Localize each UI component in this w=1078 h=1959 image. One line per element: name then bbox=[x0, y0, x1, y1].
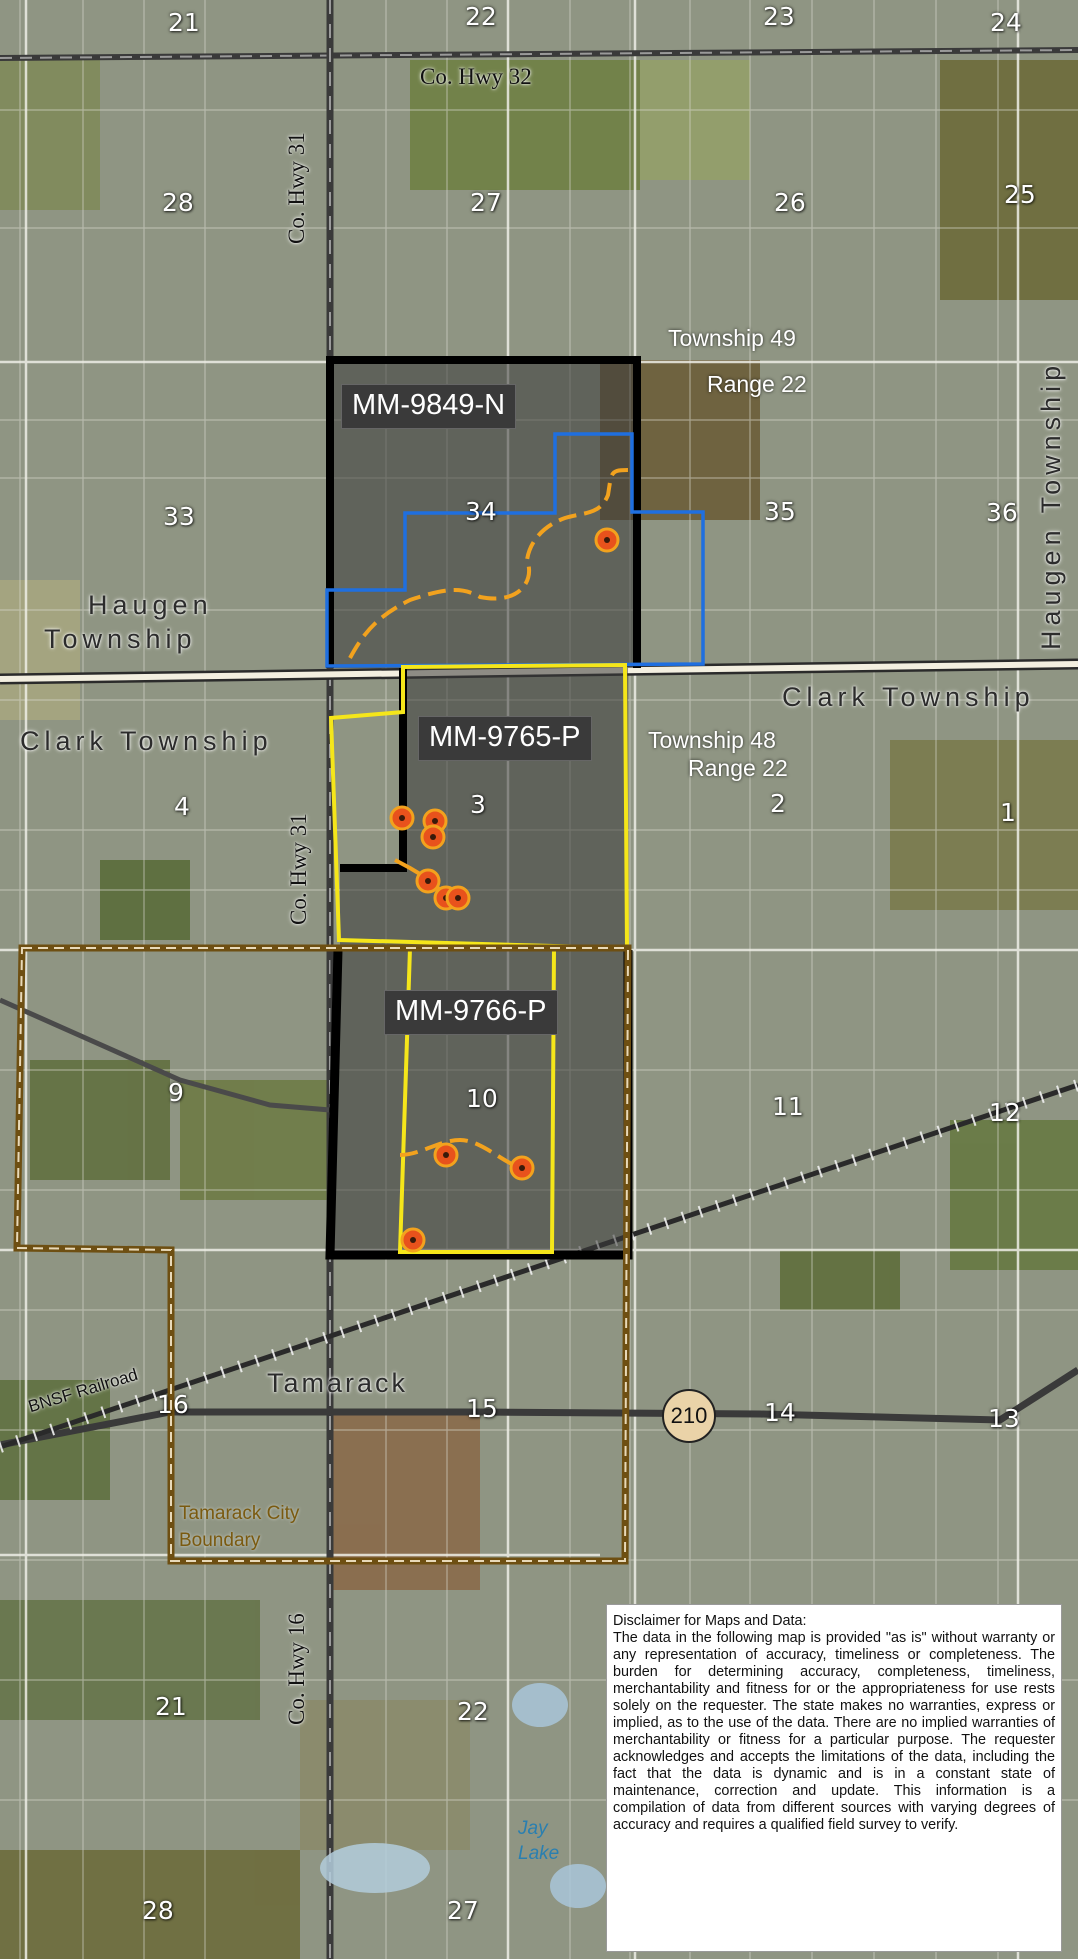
clark-township-east-label: Clark Township bbox=[782, 682, 1035, 712]
drill-sites bbox=[389, 527, 620, 1253]
boundary-north-blue bbox=[325, 432, 705, 668]
parcel-id-mm-9766-p[interactable]: MM-9766-P bbox=[384, 990, 558, 1035]
jay-lake-label: Jay Lake bbox=[518, 1816, 559, 1866]
drill-site-icon[interactable] bbox=[420, 824, 446, 850]
section-label: 21 bbox=[168, 8, 200, 37]
section-label: 3 bbox=[470, 790, 486, 819]
section-label: 27 bbox=[470, 188, 502, 217]
section-label: 9 bbox=[168, 1078, 184, 1107]
drill-site-icon[interactable] bbox=[509, 1155, 535, 1181]
haugen-township-label: Township bbox=[44, 624, 197, 654]
drill-site-icon[interactable] bbox=[415, 868, 441, 894]
section-label: 21 bbox=[155, 1692, 187, 1721]
section-label: 36 bbox=[986, 498, 1018, 527]
lease-outline-middle bbox=[340, 668, 407, 872]
drill-site-icon[interactable] bbox=[594, 527, 620, 553]
section-label: 28 bbox=[162, 188, 194, 217]
trail-north bbox=[348, 468, 633, 659]
lease-outline-north bbox=[326, 356, 641, 668]
section-label: 22 bbox=[465, 2, 497, 31]
range-north-label: Range 22 bbox=[707, 371, 807, 397]
section-label: 22 bbox=[457, 1697, 489, 1726]
co-hwy-31-south-label: Co. Hwy 31 bbox=[286, 813, 311, 925]
section-label: 4 bbox=[174, 792, 190, 821]
co-hwy-16-label: Co. Hwy 16 bbox=[284, 1613, 309, 1725]
section-label: 24 bbox=[990, 8, 1022, 37]
tamarack-city-boundary-label: Tamarack City Boundary bbox=[179, 1500, 299, 1554]
disclaimer-title: Disclaimer for Maps and Data: bbox=[613, 1613, 807, 1629]
trail-south bbox=[399, 1137, 521, 1170]
section-label: 33 bbox=[163, 502, 195, 531]
boundary-mm-9765-p bbox=[328, 662, 630, 951]
co-hwy-31-north-label: Co. Hwy 31 bbox=[284, 132, 309, 244]
drill-site-icon[interactable] bbox=[389, 805, 415, 831]
drill-site-icon[interactable] bbox=[400, 1227, 426, 1253]
lake-name-line: Lake bbox=[518, 1843, 560, 1864]
section-label: 10 bbox=[466, 1084, 498, 1113]
section-label: 15 bbox=[466, 1394, 498, 1423]
city-boundary-line: Tamarack City bbox=[179, 1503, 300, 1524]
section-label: 28 bbox=[142, 1896, 174, 1925]
lake-name-line: Jay bbox=[518, 1818, 548, 1839]
us-highway-210-shield: 210 bbox=[662, 1389, 716, 1443]
section-label: 12 bbox=[989, 1098, 1021, 1127]
parcel-id-mm-9765-p[interactable]: MM-9765-P bbox=[418, 716, 592, 761]
co-hwy-32-label: Co. Hwy 32 bbox=[420, 64, 532, 89]
range-south-label: Range 22 bbox=[688, 755, 788, 781]
disclaimer-box: Disclaimer for Maps and Data: The data i… bbox=[606, 1604, 1062, 1952]
township-north-label: Township 49 bbox=[668, 325, 796, 351]
township-south-label: Township 48 bbox=[648, 727, 776, 753]
section-label: 35 bbox=[764, 497, 796, 526]
section-label: 27 bbox=[447, 1896, 479, 1925]
highway-number: 210 bbox=[670, 1403, 708, 1428]
clark-township-west-label: Clark Township bbox=[20, 726, 273, 756]
lease-area-middle-west[interactable] bbox=[340, 868, 403, 948]
section-label: 16 bbox=[157, 1390, 189, 1419]
section-label: 34 bbox=[465, 497, 497, 526]
drill-site-icon[interactable] bbox=[445, 885, 471, 911]
drill-site-icon[interactable] bbox=[433, 1142, 459, 1168]
section-label: 1 bbox=[1000, 798, 1016, 827]
city-boundary-line: Boundary bbox=[179, 1530, 261, 1551]
section-label: 14 bbox=[764, 1398, 796, 1427]
section-label: 13 bbox=[988, 1404, 1020, 1433]
haugen-township-label: Haugen bbox=[88, 590, 213, 620]
parcel-id-mm-9849-n[interactable]: MM-9849-N bbox=[341, 384, 517, 429]
haugen-township-vertical-label: Haugen Township bbox=[1036, 360, 1066, 650]
section-label: 23 bbox=[763, 2, 795, 31]
disclaimer-body: The data in the following map is provide… bbox=[613, 1630, 1055, 1833]
section-label: 26 bbox=[774, 188, 806, 217]
section-label: 2 bbox=[770, 789, 786, 818]
section-label: 11 bbox=[772, 1092, 804, 1121]
tamarack-town-label: Tamarack bbox=[267, 1368, 409, 1398]
section-label: 25 bbox=[1004, 180, 1036, 209]
